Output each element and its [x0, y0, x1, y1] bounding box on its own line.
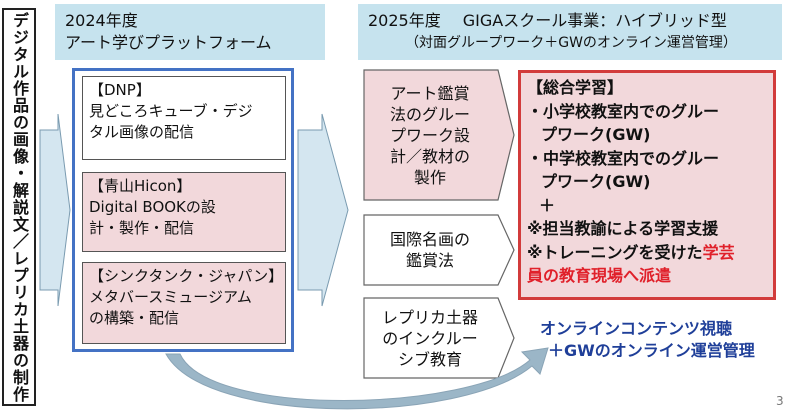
integrated-study-box: 【総合学習】 ・小学校教室内でのグルー プワーク(GW) ・中学校教室内でのグル…: [518, 70, 776, 300]
left-vertical-label: デジタル作品の画像・解説文／レプリカ土器の制作: [2, 8, 36, 406]
method-line: 法のグルー: [389, 104, 470, 124]
header-2025-year: 2025年度: [368, 11, 441, 30]
method-line: 製作: [413, 167, 446, 187]
platform-box-label: 【シンクタンク・ジャパン】: [89, 267, 284, 285]
study-title: 【総合学習】: [527, 78, 624, 97]
study-item-junior-high: ・中学校教室内でのグルー: [527, 148, 720, 168]
method-line: 鑑賞法: [405, 251, 454, 270]
left-label-text: デジタル作品の画像・解説文／レプリカ土器の制作: [10, 11, 29, 403]
method-replica-inclusive: レプリカ土器 のインクルー シブ教育: [364, 298, 514, 378]
method-world-masterpieces: 国際名画の 鑑賞法: [364, 215, 514, 285]
platform-box-dnp: 【DNP】 見どころキューブ・デジ タル画像の配信: [82, 76, 286, 160]
arrow-left-to-platform: [39, 113, 71, 307]
platform-box-line: メタバースミュージアム: [89, 288, 252, 306]
method-line: 計／教材の: [389, 146, 470, 166]
platform-box-line: 見どころキューブ・デジ: [89, 102, 253, 120]
method-line: のインクルー: [382, 328, 478, 348]
study-plus-sign: ＋: [539, 195, 556, 215]
online-management-text: オンラインコンテンツ視聴 ＋GWのオンライン運営管理: [540, 318, 770, 362]
study-item-curator-highlight-cont: 員の教育現場へ派遣: [527, 266, 672, 285]
arrow-platform-to-methods: [297, 113, 349, 307]
method-line: レプリカ土器: [381, 307, 478, 327]
platform-box-label: 【DNP】: [89, 81, 151, 99]
page-number: 3: [776, 394, 784, 408]
header-2025-subtitle: （対面グループワーク＋GWのオンライン運営管理）: [405, 35, 737, 51]
method-line: プワーク設: [389, 125, 470, 145]
header-2024-year: 2024年度: [65, 11, 138, 30]
method-line: アート鑑賞: [390, 83, 470, 103]
method-shape-world: [363, 214, 515, 286]
study-item-curator-text: ※トレーニングを受けた: [527, 242, 703, 262]
platform-box-line: の構築・配信: [89, 309, 180, 327]
platform-box-line: Digital BOOKの設: [89, 198, 216, 216]
platform-box-think-tank-japan: 【シンクタンク・ジャパン】 メタバースミュージアム の構築・配信: [82, 262, 286, 344]
platform-box-aoyama-hicon: 【青山Hicon】 Digital BOOKの設 計・製作・配信: [82, 172, 286, 252]
study-item-curator-dispatch: ※トレーニングを受けた学芸: [527, 241, 767, 265]
curved-arrow: [165, 347, 549, 410]
study-item-curator-highlight: 学芸: [702, 242, 735, 262]
platform-box-label: 【青山Hicon】: [89, 177, 192, 195]
platform-box-line: タル画像の配信: [89, 123, 195, 141]
header-2024: 2024年度 アート学びプラットフォーム: [55, 4, 325, 60]
online-line-1: オンラインコンテンツ視聴: [540, 319, 733, 338]
header-2025-title: GIGAスクール事業：ハイブリッド型: [462, 11, 727, 30]
method-shape-replica: [363, 297, 515, 379]
study-item-junior-high-cont: プワーク(GW): [541, 172, 651, 191]
study-item-teacher-support: ※担当教諭による学習支援: [527, 219, 719, 238]
online-line-2: ＋GWのオンライン運営管理: [548, 341, 755, 360]
method-shape-appreciation: [363, 69, 515, 201]
platform-box-line: 計・製作・配信: [89, 219, 195, 237]
method-art-appreciation: アート鑑賞 法のグルー プワーク設 計／教材の 製作: [364, 70, 514, 200]
study-item-elementary-cont: プワーク(GW): [541, 125, 651, 144]
header-2024-title: アート学びプラットフォーム: [65, 33, 272, 52]
method-line: シブ教育: [397, 349, 462, 369]
study-item-elementary: ・小学校教室内でのグルー: [527, 101, 720, 121]
method-line: 国際名画の: [389, 230, 470, 249]
header-2025: 2025年度 GIGAスクール事業：ハイブリッド型 （対面グループワーク＋GWのオ…: [358, 4, 782, 60]
